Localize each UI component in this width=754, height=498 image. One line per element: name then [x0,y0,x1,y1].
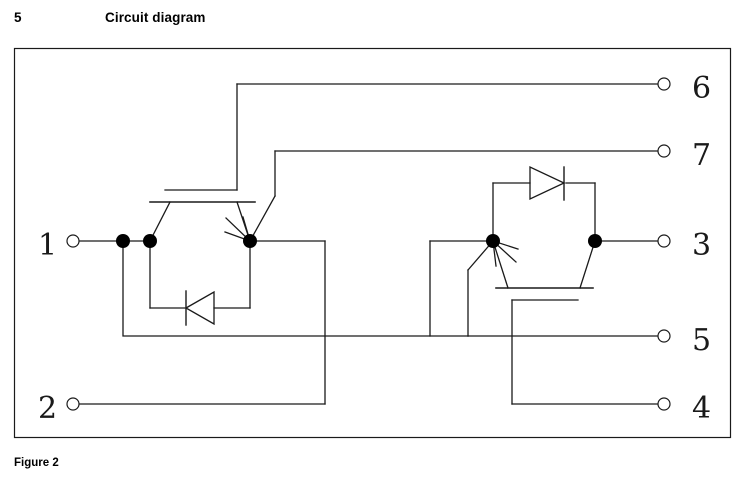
terminal-circle-5[interactable] [657,329,671,343]
terminal-circle-group [66,77,671,411]
wire-terminal-7-to-emitter [249,195,276,242]
igbt-right-collector-leg [579,240,596,289]
junction-dot [243,234,257,248]
junction-dot-group [116,234,602,248]
terminal-label-6: 6 [692,71,711,106]
diagram-border [13,47,732,439]
terminal-label-4: 4 [692,391,711,426]
terminal-circle-4[interactable] [657,397,671,411]
section-number: 5 [14,10,22,25]
figure-caption: Figure 2 [14,457,59,469]
terminal-label-7: 7 [692,138,711,173]
terminal-circle-2[interactable] [66,397,80,411]
terminal-circle-3[interactable] [657,234,671,248]
terminal-circle-7[interactable] [657,144,671,158]
terminal-circle-1[interactable] [66,234,80,248]
circuit-diagram: 1 2 6 7 3 5 4 [13,47,732,439]
junction-dot [143,234,157,248]
terminal-label-5: 5 [692,323,711,358]
wire-dc-bus-left [122,240,469,337]
junction-dot [486,234,500,248]
junction-dot [116,234,130,248]
igbt-right-emitter-leg [492,240,509,289]
junction-dot [588,234,602,248]
terminal-circle-6[interactable] [657,77,671,91]
page-title: Circuit diagram [105,10,206,25]
terminal-label-2: 2 [38,391,57,426]
terminal-label-1: 1 [38,228,57,263]
igbt-left-collector-leg [149,201,171,242]
diode-right-triangle [529,165,566,201]
diode-left-triangle [184,290,215,326]
terminal-label-3: 3 [692,228,711,263]
